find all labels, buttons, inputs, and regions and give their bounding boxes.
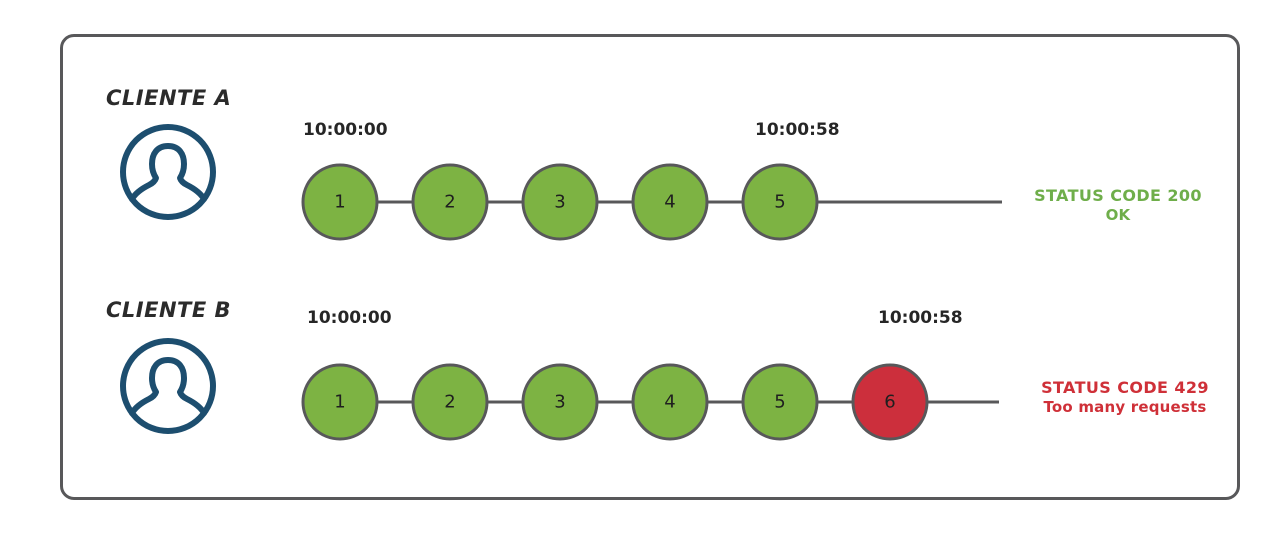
request-node-3[interactable] [521, 363, 599, 441]
request-node-2[interactable] [411, 363, 489, 441]
request-node-4[interactable] [631, 363, 709, 441]
request-node-label: 4 [664, 192, 675, 213]
user-avatar-icon [118, 336, 218, 436]
client-row-cliente-b: CLIENTE B 10:00:00 10:00:58 1 2 3 4 5 6 STATU… [0, 250, 1280, 480]
timestamp-end-a: 10:00:58 [755, 120, 840, 140]
request-node-label: 5 [774, 192, 785, 213]
request-node-label: 1 [334, 392, 345, 413]
request-node-label: 6 [884, 392, 895, 413]
request-node-1[interactable] [301, 363, 379, 441]
timestamp-start-a: 10:00:00 [303, 120, 388, 140]
client-label-a: CLIENTE A [106, 86, 232, 110]
status-code-a: STATUS CODE 200 [1034, 186, 1202, 205]
request-chain-b: 1 2 3 4 5 6 [301, 342, 1063, 462]
request-chain-a: 1 2 3 4 5 [301, 142, 1063, 262]
request-node-2[interactable] [411, 163, 489, 241]
client-label-b: CLIENTE B [106, 298, 232, 322]
request-node-6[interactable] [851, 363, 929, 441]
request-node-5[interactable] [741, 163, 819, 241]
request-node-label: 3 [554, 392, 565, 413]
request-node-label: 4 [664, 392, 675, 413]
status-text-a: OK [1105, 205, 1131, 224]
user-avatar-icon [118, 122, 218, 222]
request-node-label: 3 [554, 192, 565, 213]
request-node-label: 2 [444, 392, 455, 413]
request-node-1[interactable] [301, 163, 379, 241]
timestamp-end-b: 10:00:58 [878, 308, 963, 328]
timestamp-start-b: 10:00:00 [307, 308, 392, 328]
request-node-5[interactable] [741, 363, 819, 441]
status-text-b: Too many requests [1043, 397, 1207, 416]
request-node-label: 5 [774, 392, 785, 413]
request-node-4[interactable] [631, 163, 709, 241]
request-node-label: 1 [334, 192, 345, 213]
request-node-3[interactable] [521, 163, 599, 241]
status-badge-a: STATUS CODE 200 OK [1018, 186, 1218, 224]
status-badge-b: STATUS CODE 429 Too many requests [1020, 378, 1230, 416]
request-node-label: 2 [444, 192, 455, 213]
status-code-b: STATUS CODE 429 [1041, 378, 1209, 397]
client-row-cliente-a: CLIENTE A 10:00:00 10:00:58 1 2 3 4 5 STATUS… [0, 34, 1280, 264]
